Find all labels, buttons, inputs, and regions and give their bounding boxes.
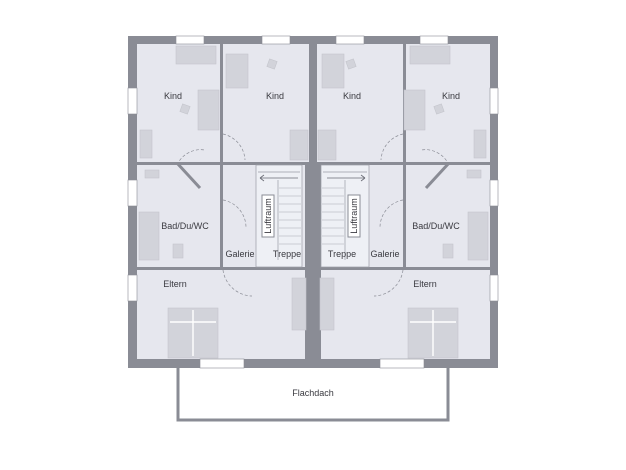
stair-treads (279, 187, 344, 245)
label-kind-2: Kind (266, 91, 284, 101)
bed-dividers (170, 310, 456, 356)
label-luftraum-right: Luftraum (349, 198, 359, 234)
label-treppe-right: Treppe (328, 249, 356, 259)
label-kind-1: Kind (164, 91, 182, 101)
label-bad-left: Bad/Du/WC (161, 221, 209, 231)
flat-roof (176, 364, 450, 422)
label-eltern-left: Eltern (163, 279, 187, 289)
windows (127, 35, 499, 369)
stair-arrows (259, 174, 366, 182)
interior-walls (137, 44, 490, 362)
diagonal-doors (175, 161, 451, 190)
luftraum-frames (261, 194, 361, 238)
label-luftraum-left: Luftraum (263, 198, 273, 234)
label-kind-4: Kind (442, 91, 460, 101)
label-galerie-left: Galerie (225, 249, 254, 259)
label-galerie-right: Galerie (370, 249, 399, 259)
label-eltern-right: Eltern (413, 279, 437, 289)
label-treppe-left: Treppe (273, 249, 301, 259)
door-swings (176, 133, 450, 297)
label-bad-right: Bad/Du/WC (412, 221, 460, 231)
label-flachdach: Flachdach (292, 388, 334, 398)
label-kind-3: Kind (343, 91, 361, 101)
stairs (255, 164, 370, 268)
